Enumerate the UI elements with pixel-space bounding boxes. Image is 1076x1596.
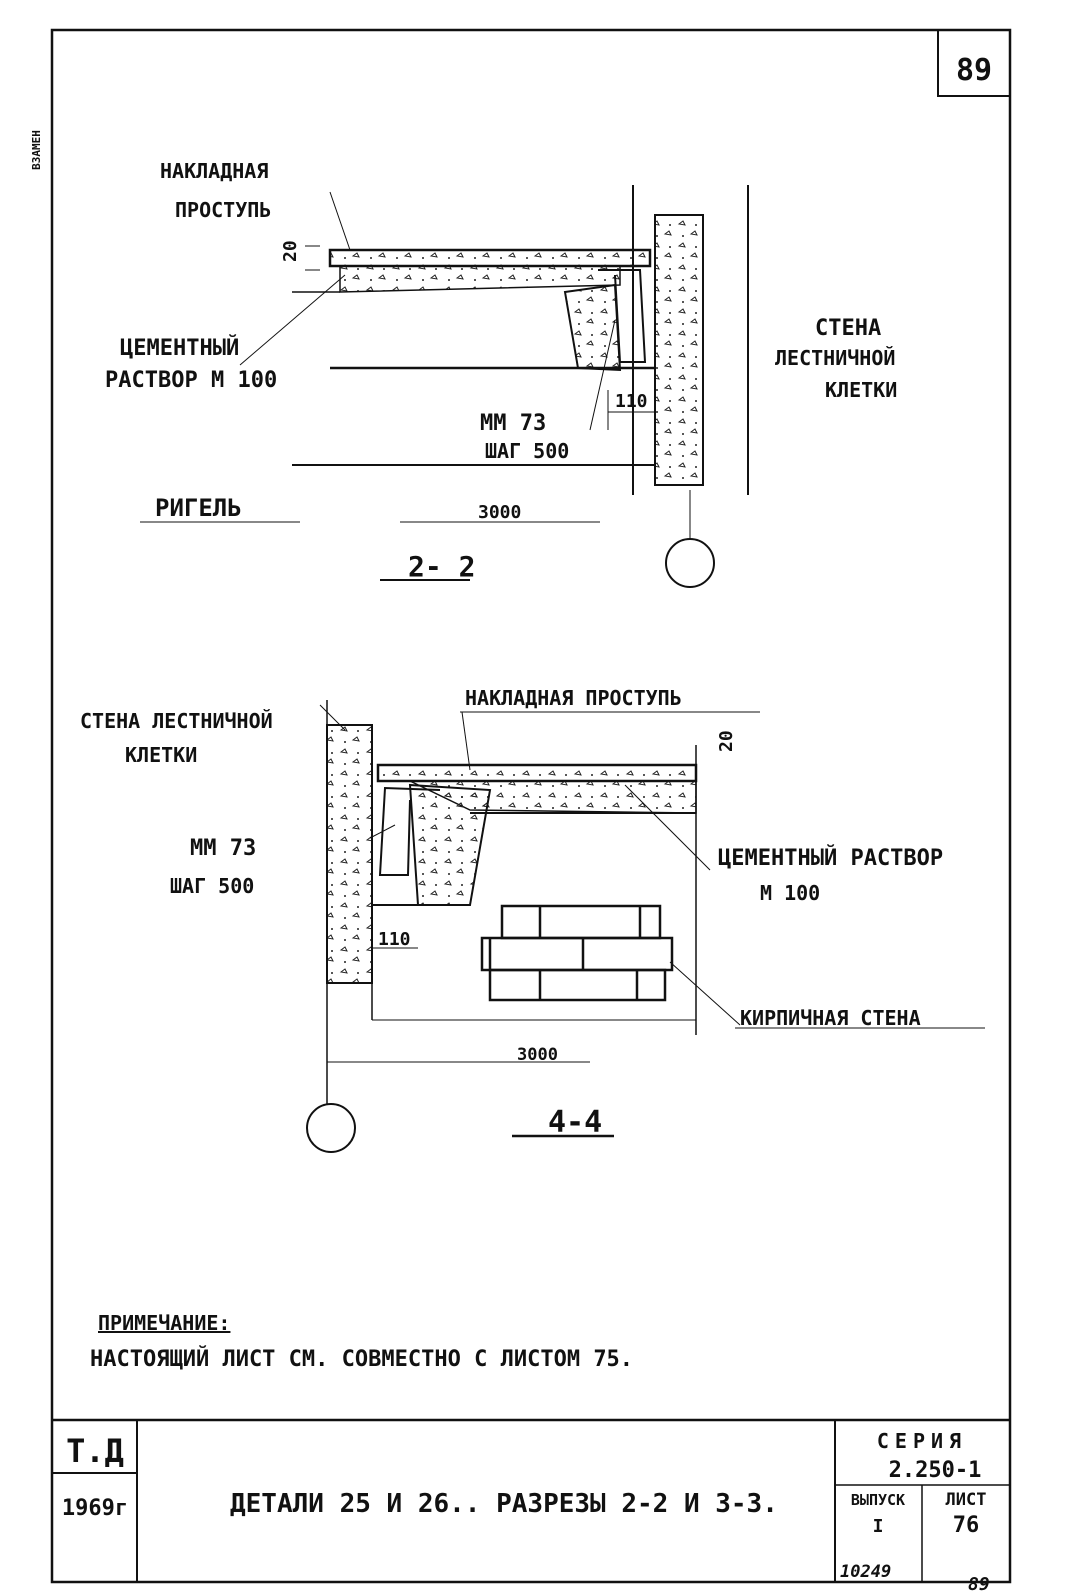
side-stamp: ВЗАМЕН [30, 130, 43, 170]
s44-mortar-label-2: М 100 [760, 881, 820, 905]
s44-wall-label-1: СТЕНА ЛЕСТНИЧНОЙ [80, 709, 273, 733]
org-mark: Т.Д [66, 1432, 124, 1470]
s22-overlay-tread-label-1: НАКЛАДНАЯ [160, 159, 268, 183]
s44-brick-wall-label: КИРПИЧНАЯ СТЕНА [740, 1006, 921, 1030]
s44-dim-3000: 3000 [517, 1045, 558, 1065]
series-label: СЕРИЯ [877, 1429, 967, 1453]
s22-dim-3000: 3000 [478, 502, 521, 523]
s22-anchor-label-1: ММ 73 [480, 411, 546, 436]
s22-overlay-tread-label-2: ПРОСТУПЬ [175, 198, 271, 222]
sheet-label: ЛИСТ [946, 1490, 987, 1510]
s44-overlay-tread-label: НАКЛАДНАЯ ПРОСТУПЬ [465, 686, 682, 710]
title-block [52, 1418, 1010, 1582]
issue-label: ВЫПУСК [851, 1491, 905, 1509]
s22-mortar-label-1: ЦЕМЕНТНЫЙ [120, 335, 239, 361]
inventory-number: 10249 [840, 1562, 891, 1582]
note-text: НАСТОЯЩИЙ ЛИСТ СМ. СОВМЕСТНО С ЛИСТОМ 75… [90, 1346, 633, 1372]
s44-dim-20: 20 [716, 730, 737, 752]
sheet-number-box [937, 30, 1010, 97]
note-heading: ПРИМЕЧАНИЕ: [98, 1311, 230, 1335]
section-2-2-drawing [140, 185, 749, 588]
sheet-value: 76 [953, 1513, 980, 1538]
s22-dim-110: 110 [615, 391, 648, 412]
s22-dim-20: 20 [280, 240, 301, 262]
s22-title: 2- 2 [408, 550, 475, 583]
sheet-frame [50, 28, 1012, 1584]
s22-wall-label-1: СТЕНА [815, 316, 881, 341]
series-value: 2.250-1 [889, 1458, 982, 1483]
s22-wall-label-2: ЛЕСТНИЧНОЙ [775, 346, 895, 370]
s44-anchor-label-2: ШАГ 500 [170, 874, 254, 898]
s22-beam-label: РИГЕЛЬ [155, 494, 242, 522]
s44-anchor-label-1: ММ 73 [190, 836, 256, 861]
s44-dim-110: 110 [378, 929, 411, 950]
s22-wall-label-3: КЛЕТКИ [825, 378, 897, 402]
issue-value: I [873, 1516, 884, 1537]
sheet-number: 89 [956, 53, 992, 88]
s22-mortar-label-2: РАСТВОР М 100 [105, 368, 277, 393]
drawing-title: ДЕТАЛИ 25 И 26.. РАЗРЕЗЫ 2-2 И 3-3. [230, 1489, 778, 1519]
s44-mortar-label-1: ЦЕМЕНТНЫЙ РАСТВОР [718, 845, 943, 871]
s44-wall-label-2: КЛЕТКИ [125, 743, 197, 767]
footer-page: 89 [968, 1574, 990, 1595]
section-4-4-drawing [306, 700, 985, 1153]
year: 1969г [62, 1496, 128, 1521]
s22-anchor-label-2: ШАГ 500 [485, 439, 569, 463]
s44-title: 4-4 [548, 1105, 602, 1140]
